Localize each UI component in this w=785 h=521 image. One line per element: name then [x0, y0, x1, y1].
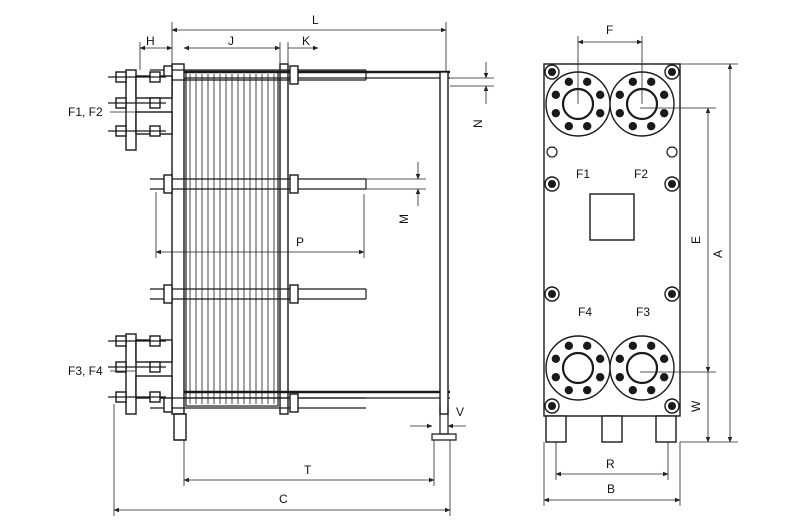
- dim-label-C: C: [279, 492, 288, 506]
- nameplate: [589, 193, 635, 241]
- tie-bolt-head: [664, 398, 680, 414]
- flange-bolt: [659, 372, 669, 382]
- flange-bolt: [564, 121, 574, 131]
- flange-bolt: [646, 385, 656, 395]
- front-foot-right: [655, 415, 677, 443]
- tie-bolt-head: [544, 64, 560, 80]
- dim-label-A: A: [711, 250, 725, 258]
- frame-plate: [171, 63, 185, 415]
- flange-bolt: [615, 90, 625, 100]
- flange-bolt: [659, 108, 669, 118]
- flange-bolt: [564, 77, 574, 87]
- flange-bolt: [615, 372, 625, 382]
- dim-label-J: J: [228, 34, 234, 48]
- flange-bolt: [595, 372, 605, 382]
- tie-bolt-bottom: [150, 393, 366, 413]
- dim-label-F: F: [606, 23, 613, 37]
- dim-label-E: E: [689, 236, 703, 244]
- flange-bolt: [582, 341, 592, 351]
- flange-bolt: [646, 77, 656, 87]
- front-view: [543, 63, 681, 443]
- flange-bolt: [595, 354, 605, 364]
- port-label-f3-f4: F3, F4: [68, 364, 103, 378]
- dim-label-L: L: [312, 13, 319, 27]
- flange-bolt: [628, 385, 638, 395]
- flange-bolt: [646, 121, 656, 131]
- dim-label-K: K: [302, 34, 310, 48]
- tie-bolt-head: [664, 64, 680, 80]
- flange-bolt: [551, 108, 561, 118]
- tie-bolt-lower-mid: [150, 284, 367, 304]
- side-port-labels: F1, F2 F3, F4: [68, 105, 136, 378]
- dim-label-N: N: [471, 119, 485, 128]
- front-flange: [545, 335, 611, 401]
- flange-bolt: [582, 77, 592, 87]
- flange-bolt: [582, 385, 592, 395]
- flange-bolt: [595, 108, 605, 118]
- port-label-F2: F2: [634, 167, 648, 181]
- nozzle-flange-bottom: [108, 333, 173, 415]
- front-flange: [609, 335, 675, 401]
- flange-bolt: [659, 354, 669, 364]
- flange-bolt: [582, 121, 592, 131]
- flange-bolt: [595, 90, 605, 100]
- pressure-plate: [279, 63, 289, 415]
- flange-bolt: [628, 121, 638, 131]
- port-label-F1: F1: [576, 167, 590, 181]
- dim-label-T: T: [304, 463, 312, 477]
- flange-bolt: [564, 385, 574, 395]
- port-label-F4: F4: [578, 305, 592, 319]
- flange-bolt: [628, 341, 638, 351]
- front-port-labels: F1 F2 F4 F3: [576, 167, 650, 319]
- side-view: [108, 63, 457, 441]
- flange-bolt: [551, 90, 561, 100]
- guide-hole: [666, 146, 678, 158]
- dim-label-H: H: [146, 34, 155, 48]
- guide-hole: [546, 146, 558, 158]
- tie-bolt-head: [664, 176, 680, 192]
- tie-bolt-head: [664, 286, 680, 302]
- front-foot-center: [601, 415, 623, 443]
- plate-pack: [189, 74, 275, 404]
- tie-bolt-top: [150, 65, 367, 85]
- dim-label-B: B: [607, 482, 615, 496]
- frame-foot: [173, 413, 187, 441]
- port-label-f1-f2: F1, F2: [68, 105, 103, 119]
- tie-bolt-head: [544, 286, 560, 302]
- flange-bolt: [551, 354, 561, 364]
- flange-bolt: [615, 108, 625, 118]
- front-foot-left: [545, 415, 567, 443]
- dim-label-V: V: [456, 405, 464, 419]
- dim-label-M: M: [397, 214, 411, 224]
- front-dimensions: F A E W R B: [543, 23, 738, 506]
- flange-bolt: [615, 354, 625, 364]
- flange-bolt: [628, 77, 638, 87]
- dim-label-P: P: [296, 235, 304, 249]
- tie-bolt-head: [544, 398, 560, 414]
- side-dimensions: L H J K N M P T: [113, 13, 494, 516]
- dim-label-W: W: [689, 400, 703, 412]
- dim-label-R: R: [606, 457, 615, 471]
- flange-bolt: [646, 341, 656, 351]
- flange-bolt: [551, 372, 561, 382]
- flange-bolt: [659, 90, 669, 100]
- support-column: [439, 71, 449, 415]
- nozzle-flange-top: [108, 69, 173, 151]
- tie-bolt-upper-mid: [150, 174, 367, 194]
- port-label-F3: F3: [636, 305, 650, 319]
- flange-bolt: [564, 341, 574, 351]
- tie-bolt-head: [544, 176, 560, 192]
